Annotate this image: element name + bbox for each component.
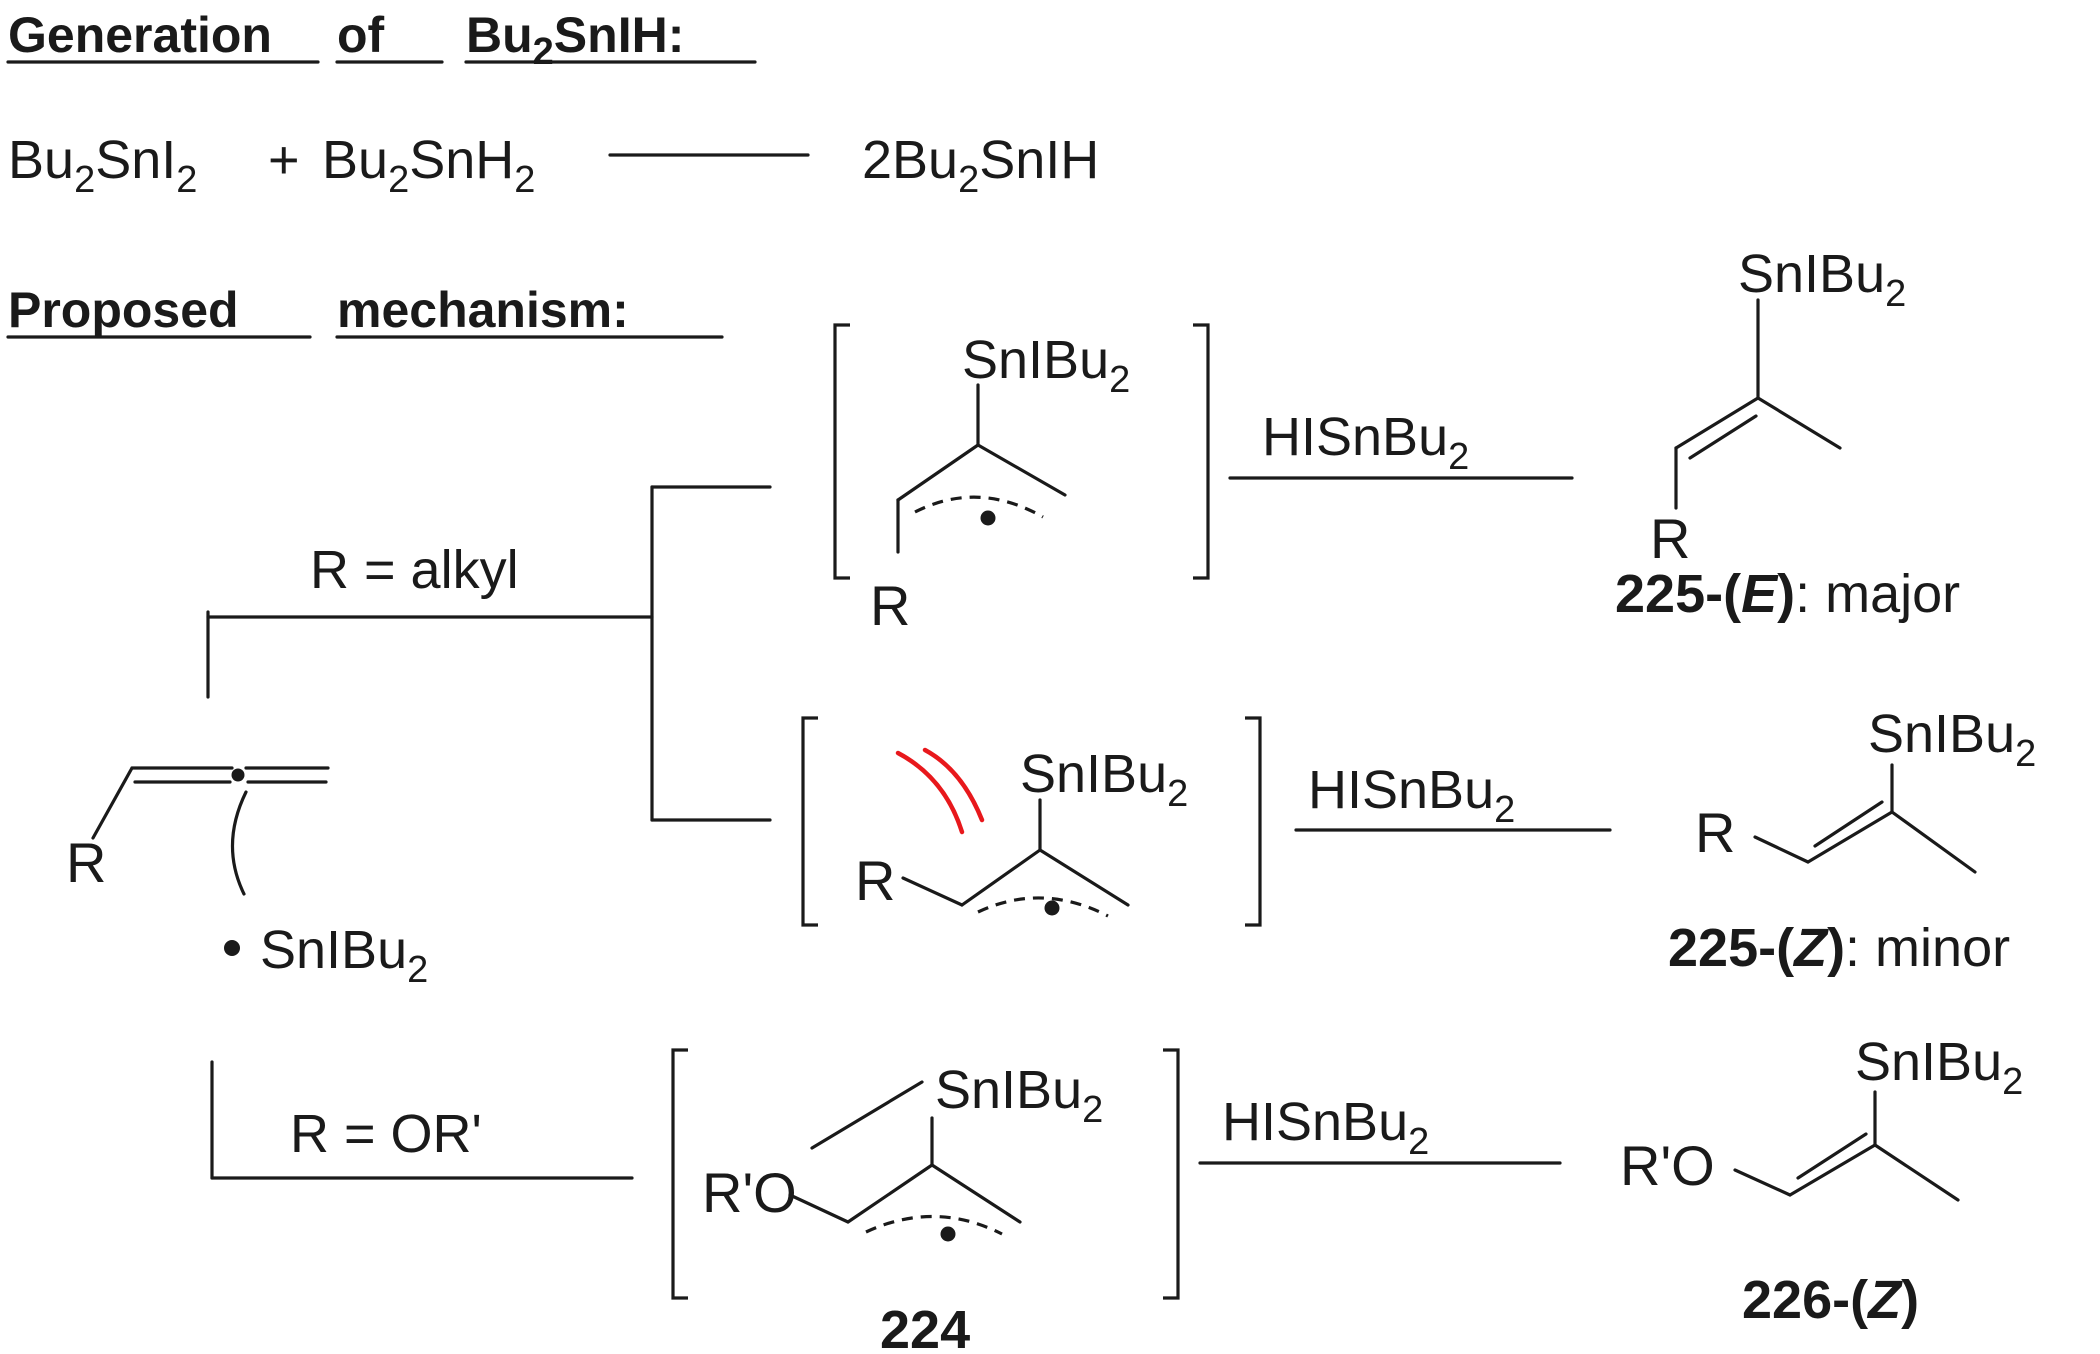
steric-clash-arc-1	[895, 750, 965, 835]
product-225-z-r: R	[1695, 801, 1735, 864]
product-225-e: SnIBu2 R 225-(E): major	[1615, 244, 1960, 624]
header-word-of: of	[337, 7, 385, 63]
product-225-e-stannyl: SnIBu2	[1738, 244, 1906, 315]
stannyl-radical-dot	[224, 940, 240, 956]
allene-radical-dot	[231, 768, 245, 782]
label-225-z: 225-(Z): minor	[1668, 918, 2010, 978]
label-225-e: 225-(E): major	[1615, 564, 1960, 624]
allyl-radical-dot	[980, 510, 996, 526]
o-sn-coordination-arrow	[810, 1080, 924, 1150]
allene-substrate: R SnIBu2	[66, 766, 428, 991]
label-224: 224	[880, 1300, 970, 1354]
reagent-224: HISnBu2	[1222, 1092, 1429, 1163]
reactant-bu2snh2: Bu2SnH2	[322, 130, 535, 201]
product-226-z: SnIBu2 R'O 226-(Z)	[1620, 1032, 2023, 1330]
product-225-z-stannyl: SnIBu2	[1868, 704, 2036, 775]
header-word-mechanism: mechanism:	[337, 282, 629, 338]
condition-r-alkyl: R = alkyl	[310, 540, 519, 600]
intermediate-z: SnIBu2 R	[801, 716, 1262, 927]
reactant-bu2sni2: Bu2SnI2	[8, 130, 197, 201]
header-word-generation: Generation	[8, 7, 272, 63]
intermediate-224-stannyl: SnIBu2	[935, 1060, 1103, 1131]
reagent-e: HISnBu2	[1262, 407, 1469, 478]
plus-sign: +	[268, 130, 300, 190]
product-225-z: SnIBu2 R 225-(Z): minor	[1668, 704, 2036, 978]
generation-header: Generation of Bu2SnIH:	[6, 7, 757, 73]
mechanism-header: Proposed mechanism:	[6, 282, 724, 339]
intermediate-224: SnIBu2 R'O 224	[671, 1048, 1180, 1354]
intermediate-224-ro: R'O	[702, 1161, 797, 1224]
stannyl-radical-label: SnIBu2	[260, 920, 428, 991]
intermediate-e-r: R	[870, 574, 910, 637]
condition-r-oalkyl: R = OR'	[290, 1104, 482, 1164]
intermediate-z-stannyl: SnIBu2	[1020, 744, 1188, 815]
allyl-radical-dot-z	[1044, 900, 1060, 916]
allyl-radical-dot-224	[940, 1226, 956, 1242]
product-226-z-stannyl: SnIBu2	[1855, 1032, 2023, 1103]
reagent-z: HISnBu2	[1308, 760, 1515, 831]
branch-paths: R = alkyl R = OR'	[206, 485, 772, 1180]
intermediate-z-r: R	[855, 849, 895, 912]
label-226-z: 226-(Z)	[1742, 1270, 1919, 1330]
radical-attack-curved-arrow	[230, 790, 248, 896]
product-226-z-ro: R'O	[1620, 1134, 1715, 1197]
steric-clash-arc-2	[922, 747, 985, 823]
allene-r: R	[66, 831, 106, 894]
intermediate-e: SnIBu2 R	[833, 323, 1210, 637]
product-225-e-r: R	[1650, 507, 1690, 570]
header-word-proposed: Proposed	[8, 282, 239, 338]
generation-equation: Bu2SnI2 + Bu2SnH2 2Bu2SnIH	[8, 130, 1099, 201]
intermediate-e-stannyl: SnIBu2	[962, 330, 1130, 401]
product-2bu2snih: 2Bu2SnIH	[862, 130, 1099, 201]
